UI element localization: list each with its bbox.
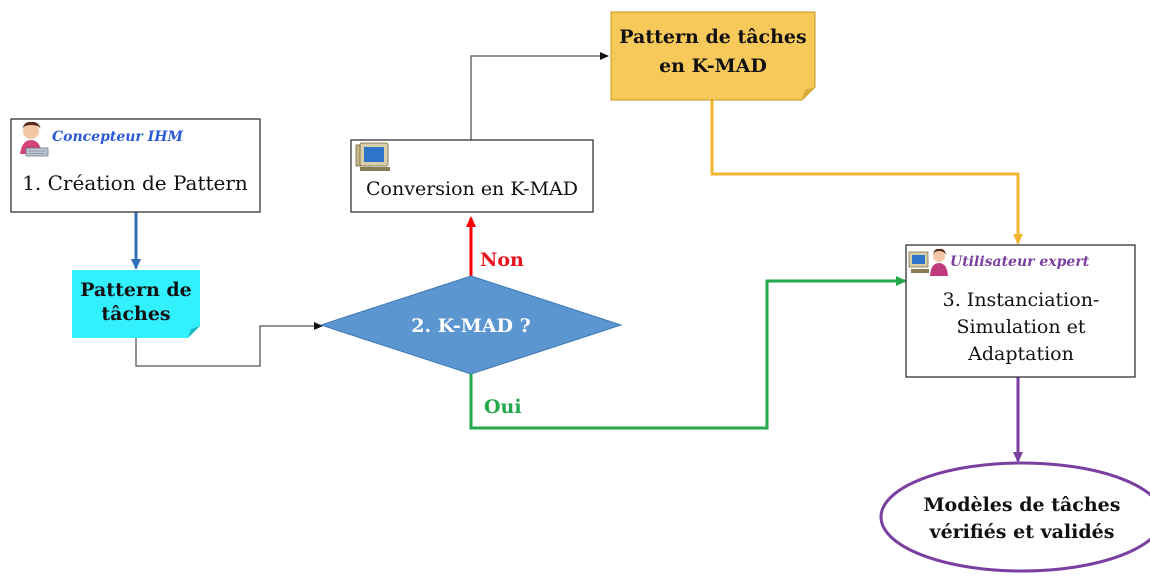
node-pattern: Pattern de tâches xyxy=(72,270,200,338)
instanciation-line3: Adaptation xyxy=(967,343,1074,365)
edge-label-non: Non xyxy=(480,249,524,271)
result-line2: vérifiés et validés xyxy=(929,521,1115,543)
node-decision: 2. K-MAD ? xyxy=(319,275,623,375)
computer-icon xyxy=(355,142,390,171)
node-creation: Concepteur IHM 1. Création de Pattern xyxy=(10,118,261,213)
instanciation-line1: 3. Instanciation- xyxy=(943,289,1100,311)
pattern-kmad-line2: en K-MAD xyxy=(659,55,767,77)
creation-label: 1. Création de Pattern xyxy=(22,171,248,195)
node-pattern-kmad: Pattern de tâches en K-MAD xyxy=(610,11,816,101)
result-line1: Modèles de tâches xyxy=(924,494,1121,516)
edge-kmad-to-instanciation xyxy=(710,100,1023,245)
edge-oui xyxy=(469,276,907,430)
edge-pattern-to-decision xyxy=(135,322,323,367)
designer-person-icon xyxy=(20,121,49,157)
pattern-line2: tâches xyxy=(101,303,170,325)
instanciation-role: Utilisateur expert xyxy=(950,254,1090,270)
creation-role: Concepteur IHM xyxy=(52,129,183,145)
edge-conversion-to-kmad xyxy=(470,52,609,140)
decision-label: 2. K-MAD ? xyxy=(411,315,530,337)
conversion-label: Conversion en K-MAD xyxy=(366,178,578,200)
pattern-kmad-line1: Pattern de tâches xyxy=(619,26,806,48)
node-result: Modèles de tâches vérifiés et validés xyxy=(879,461,1150,573)
expert-user-icon xyxy=(908,248,948,276)
node-conversion: Conversion en K-MAD xyxy=(350,139,594,213)
edge-label-oui: Oui xyxy=(484,396,522,418)
pattern-line1: Pattern de xyxy=(80,279,192,301)
instanciation-line2: Simulation et xyxy=(956,316,1085,338)
node-instanciation: Utilisateur expert 3. Instanciation- Sim… xyxy=(905,244,1136,378)
